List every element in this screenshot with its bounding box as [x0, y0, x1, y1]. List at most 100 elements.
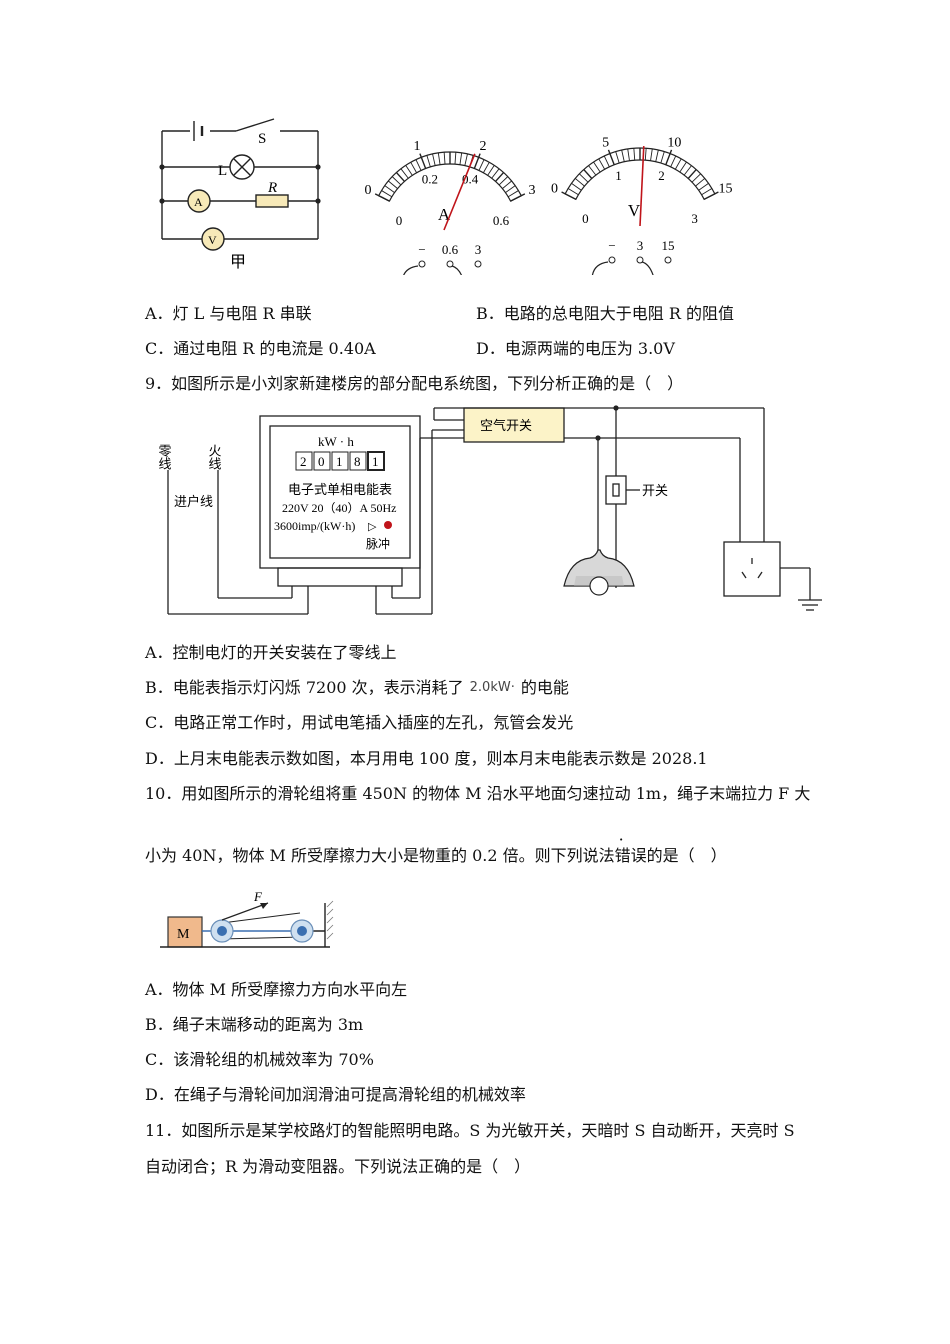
dial-tick	[498, 176, 509, 186]
pulse-label: 脉冲	[366, 536, 390, 551]
dial-tick	[574, 178, 585, 187]
q8-option-a: A．灯 L 与电阻 R 串联	[145, 304, 312, 323]
dial-tick	[603, 155, 610, 168]
dial-tick	[650, 148, 653, 161]
voltmeter-label: V	[208, 233, 217, 247]
dial-unit-label: V	[628, 201, 641, 220]
dial-tick	[391, 176, 402, 186]
dial-tick	[494, 172, 505, 182]
dial-tick	[432, 153, 436, 166]
dial-tick	[583, 169, 593, 179]
dial-mid-tick-label: 2	[658, 168, 665, 183]
q10-option-c: C．该滑轮组的机械效率为 70%	[145, 1050, 374, 1069]
dial-tick	[679, 161, 687, 173]
pulley-diagram: M F	[160, 889, 334, 948]
object-m-label: M	[177, 927, 190, 942]
meter-digit: 0	[318, 454, 325, 469]
dial-tick	[615, 151, 620, 164]
dial-tick	[621, 149, 625, 162]
meter-digit: 1	[372, 454, 379, 469]
terminal-icon	[636, 256, 644, 264]
dial-tick	[381, 190, 393, 198]
dial-needle	[639, 146, 645, 227]
lamp-label: L	[218, 163, 227, 179]
q9-option-d: D．上月末电能表示数如图，本月用电 100 度，则本月末电能表示数是 2028.…	[145, 749, 708, 768]
dial-bottom-tick-label: 0	[396, 213, 403, 228]
dial-tick	[644, 148, 647, 161]
q11-stem-line2: 自动闭合；R 为滑动变阻器。下列说法正确的是（ ）	[145, 1157, 531, 1176]
terminal-icon	[418, 260, 426, 268]
neutral-line-label: 零线	[157, 444, 172, 470]
terminal-label: 0.6	[442, 242, 459, 257]
dial-tick	[698, 182, 709, 191]
dial-tick	[487, 165, 495, 176]
dial-bottom-tick-label: 0	[582, 211, 589, 226]
dial-tick	[683, 165, 692, 176]
wire-icon	[403, 265, 419, 275]
meter-digit: 2	[300, 454, 307, 469]
dial-tick	[419, 153, 427, 169]
dial-tick	[633, 148, 636, 161]
figure-caption-jia: 甲	[230, 254, 246, 271]
q9-stem: 9．如图所示是小刘家新建楼房的部分配电系统图，下列分析正确的是（ ）	[145, 374, 684, 393]
dial-tick	[384, 185, 395, 193]
dial-mid-tick-label: 0.2	[422, 172, 438, 187]
terminal-label: 3	[475, 242, 482, 257]
meter-digit: 1	[336, 454, 343, 469]
wire-icon	[591, 261, 609, 275]
dial-tick	[507, 190, 519, 198]
q8-option-b: B．电路的总电阻大于电阻 R 的阻值	[476, 304, 734, 323]
dial-tick	[579, 173, 589, 183]
dial-tick	[415, 159, 422, 171]
terminal-icon	[474, 260, 482, 268]
dial-tick	[437, 152, 441, 165]
dial-tick	[473, 153, 481, 169]
dial-tick	[410, 162, 418, 173]
dial-tick	[374, 193, 390, 202]
q10-stem-text: 小为 40N，物体 M 所受摩擦力大小是物重的 0.2 倍。则下列说法	[145, 846, 615, 865]
dial-tick	[703, 191, 719, 200]
meter-rating: 220V 20（40）A 50Hz	[282, 501, 396, 515]
dial-tick	[571, 182, 582, 191]
dial-tick	[491, 168, 500, 179]
q9-option-b-suffix: 的电能	[520, 678, 569, 697]
dial-tick	[660, 151, 665, 164]
dial-unit-label: A	[438, 205, 451, 224]
dial-tick	[670, 155, 677, 168]
dial-top-tick-label: 1	[414, 139, 421, 154]
pulse-triangle-icon: ▷	[368, 521, 377, 533]
dial-bottom-tick-label: 0.6	[493, 213, 510, 228]
dial-tick	[674, 158, 682, 170]
dial-tick	[665, 149, 673, 166]
terminal-label: −	[418, 242, 425, 257]
terminal-label: −	[608, 238, 615, 253]
dial-tick	[482, 162, 490, 173]
q9-option-b-text: B．电能表指示灯闪烁 7200 次，表示消耗了	[145, 678, 464, 697]
q10-stem-line2: 小为 40N，物体 M 所受摩擦力大小是物重的 0.2 倍。则下列说法错误的是（…	[145, 846, 727, 866]
dial-tick	[405, 165, 413, 176]
q8-option-c: C．通过电阻 R 的电流是 0.40A	[145, 339, 376, 358]
meter-title: 电子式单相电能表	[288, 482, 392, 497]
q8-option-d: D．电源两端的电压为 3.0V	[476, 339, 675, 358]
q10-stem-line1: 10．用如图所示的滑轮组将重 450N 的物体 M 沿水平地面匀速拉动 1m，绳…	[145, 784, 811, 803]
dial-tick	[454, 152, 457, 165]
dial-tick	[593, 161, 601, 173]
circuit-diagram-jia: S L A R V 甲	[159, 118, 321, 271]
dial-top-tick-label: 5	[602, 135, 609, 150]
dial-tick	[400, 168, 409, 179]
q11-stem-line1: 11．如图所示是某学校路灯的智能照明电路。S 为光敏开关，天暗时 S 自动断开，…	[145, 1121, 795, 1140]
dial-tick	[607, 149, 615, 166]
q10-option-b: B．绳子末端移动的距离为 3m	[145, 1015, 364, 1034]
dial-tick	[701, 188, 713, 196]
dial-tick	[505, 185, 516, 193]
terminal-icon	[608, 256, 616, 264]
q10-option-a: A．物体 M 所受摩擦力方向水平向左	[145, 980, 408, 999]
lamp-switch-label: 开关	[642, 483, 668, 498]
force-f-label: F	[253, 889, 263, 904]
terminal-icon	[446, 260, 454, 268]
dial-tick	[695, 178, 706, 187]
dial-tick	[388, 180, 398, 190]
